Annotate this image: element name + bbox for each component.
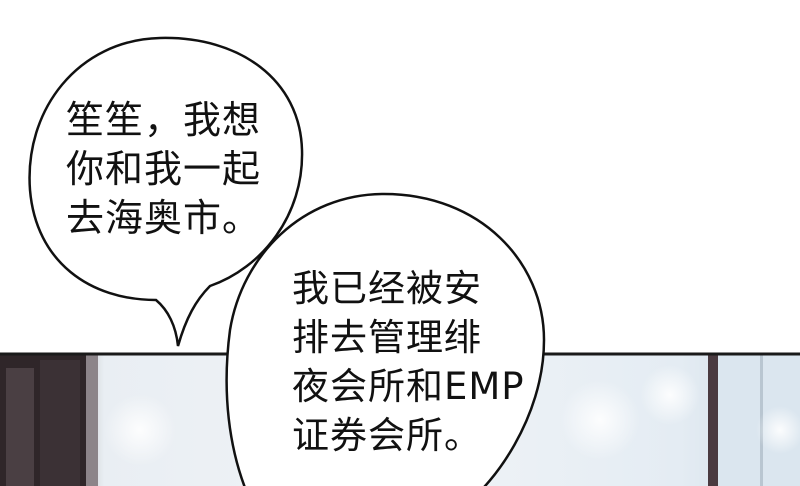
bubble-2-line: 排去管理绯 xyxy=(292,316,482,359)
bubble-1-line: 去海奥市。 xyxy=(66,196,262,240)
speech-bubble-2-text: 我已经被安 排去管理绯 夜会所和EMP 证券会所。 xyxy=(292,264,525,460)
bubble-1-line: 笙笙，我想 xyxy=(66,98,262,142)
bubble-2-line: 夜会所和EMP xyxy=(292,365,525,408)
speech-bubble-1 xyxy=(28,36,304,347)
bubble-2-line: 证券会所。 xyxy=(292,414,482,457)
speech-bubble-2 xyxy=(225,192,546,486)
bubble-1-line: 你和我一起 xyxy=(66,147,262,191)
speech-bubble-1-text: 笙笙，我想 你和我一起 去海奥市。 xyxy=(66,96,261,243)
bubble-2-line: 我已经被安 xyxy=(292,267,482,310)
